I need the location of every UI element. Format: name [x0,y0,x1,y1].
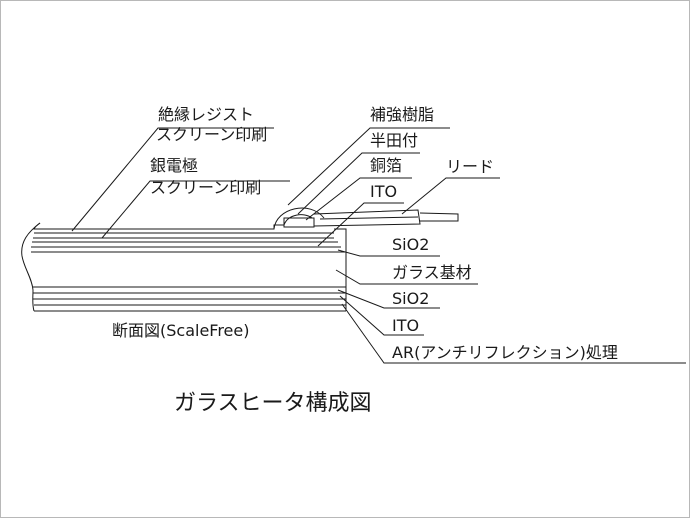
resist-top-edge [33,222,284,230]
leader-silver-electrode [101,180,290,239]
leader-insulation-resist [71,127,274,232]
leader-copper-foil [305,177,412,221]
lead-inner-line [319,216,419,220]
lead-terminal [273,207,459,230]
label-insulation-resist-2: スクリーン印刷 [156,125,267,144]
label-sio2-top: SiO2 [392,235,429,254]
label-ar-treatment: AR(アンチリフレクション)処理 [392,343,618,362]
labels: 絶縁レジスト スクリーン印刷 銀電極 スクリーン印刷 補強樹脂 半田付 銅箔 I… [112,105,618,362]
label-reinforcing-resin: 補強樹脂 [370,105,434,124]
leader-ito-bottom [339,295,424,336]
leader-lines [71,127,686,364]
lead-wire-insulated [313,209,421,227]
label-insulation-resist-1: 絶縁レジスト [158,105,254,124]
leader-reinforcing-resin [287,127,450,206]
label-ito-top: ITO [370,182,397,201]
label-copper-foil: 銅箔 [370,156,402,175]
label-silver-electrode-1: 銀電極 [150,156,198,175]
stack-right-edge [334,228,347,311]
leader-sio2-bottom [337,289,440,309]
leader-glass-substrate [335,269,478,285]
label-lead: リード [446,157,494,176]
label-glass-substrate: ガラス基材 [392,263,472,282]
label-solder: 半田付 [370,131,418,150]
diagram-caption: ガラスヒータ構成図 [174,391,372,416]
leader-ito-top [317,202,404,247]
label-ito-bottom: ITO [392,316,419,335]
label-cross-section: 断面図(ScaleFree) [112,321,250,340]
leader-solder [297,152,420,215]
cross-section-layers [21,222,347,312]
solder-joint [283,214,313,226]
label-silver-electrode-2: スクリーン印刷 [150,178,261,197]
copper-foil [283,217,315,228]
leader-lead [401,177,500,215]
label-sio2-bottom: SiO2 [392,289,429,308]
leader-ar-treatment [341,303,686,364]
break-edge-left [21,222,41,312]
lead-wire-tip [419,212,459,222]
leader-sio2-top [337,249,440,257]
